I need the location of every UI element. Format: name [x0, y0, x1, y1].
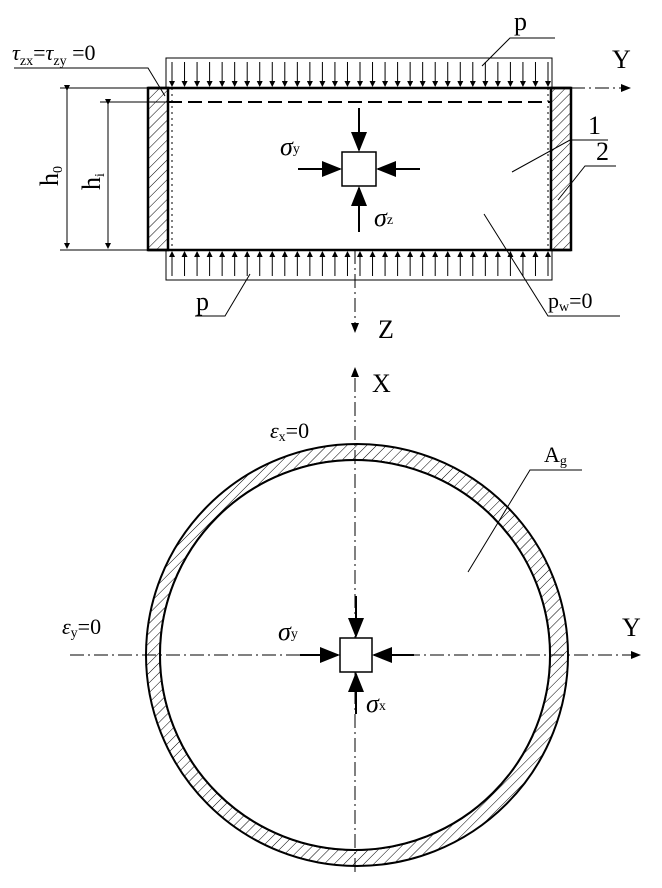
top-load-band: [165, 57, 553, 89]
h0-label: h0: [35, 166, 66, 186]
sigma-y-top-label: σy: [280, 132, 300, 161]
right-wall: [549, 86, 573, 252]
top-load-arrows: [169, 62, 551, 87]
axis-y-top-label: Y: [612, 45, 631, 74]
leader-shear: [14, 67, 166, 97]
axis-z-label: Z: [378, 315, 394, 344]
stress-element-top: [341, 151, 377, 187]
bottom-view: X Y εx=0 εy=0 Ag σy σx: [62, 367, 641, 872]
sigma-x-label: σx: [366, 689, 386, 718]
sigma-y-bottom-label: σy: [278, 617, 298, 646]
top-view: p p Y Z τzx=τzy =0 h0 hi 1 2 σy σz pw=0: [12, 7, 631, 344]
bottom-load-label: p: [196, 287, 209, 316]
leader-ag: [467, 469, 582, 573]
pw-label: pw=0: [548, 288, 593, 315]
ag-label: Ag: [544, 442, 567, 469]
bottom-load-arrows: [169, 251, 551, 276]
stress-element-bottom: [339, 637, 373, 673]
leader-pw: [483, 213, 620, 317]
shear-label: τzx=τzy =0: [12, 40, 96, 69]
axis-y-bottom-label: Y: [622, 613, 641, 642]
left-wall: [146, 86, 170, 252]
top-load-label: p: [514, 7, 527, 36]
label-1: 1: [588, 111, 601, 140]
eps-x-label: εx=0: [270, 418, 309, 445]
eps-y-label: εy=0: [62, 614, 101, 641]
leader-1: [511, 139, 608, 173]
sigma-z-label: σz: [374, 203, 393, 232]
leader-bottom-p: [195, 273, 251, 317]
leader-top-p: [481, 37, 555, 67]
label-2: 2: [596, 137, 609, 166]
bottom-load-band: [165, 249, 553, 281]
axis-x-label: X: [372, 369, 391, 398]
hi-label: hi: [77, 173, 108, 190]
leader-2: [557, 165, 616, 201]
